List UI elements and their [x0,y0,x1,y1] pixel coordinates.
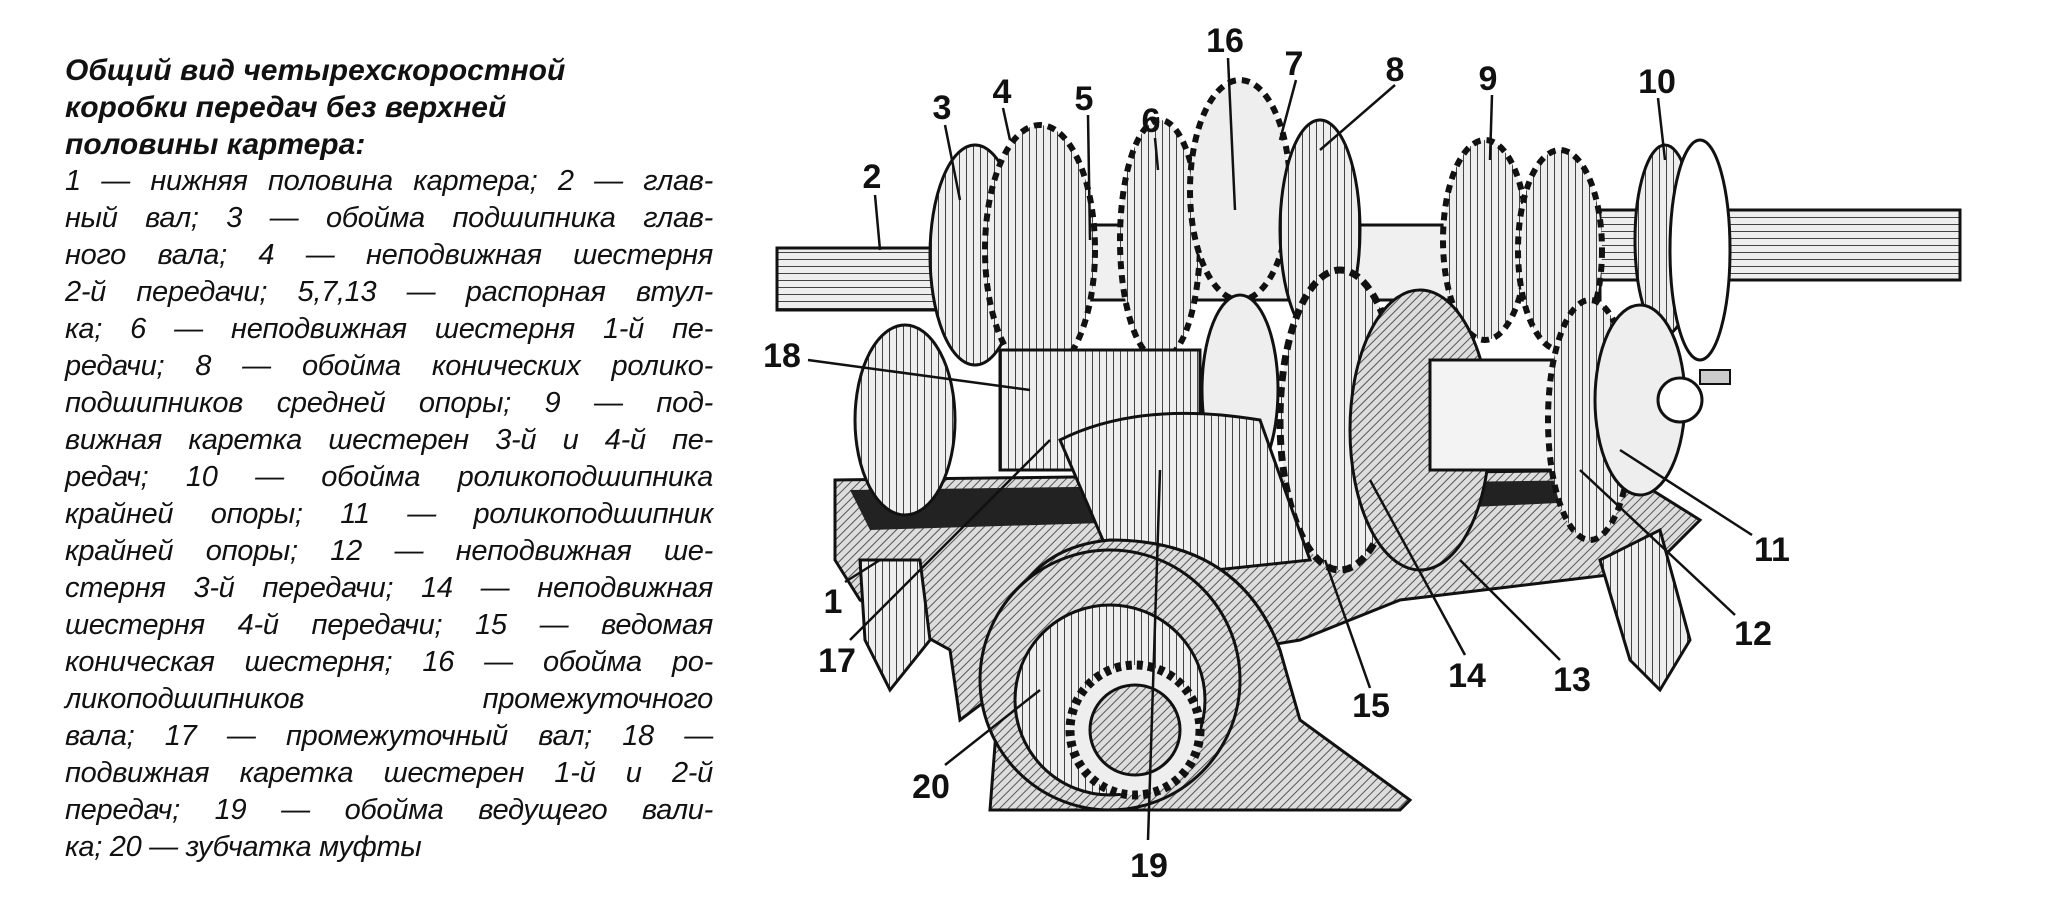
caption-legend-line: ка; 20 — зубчатка муфты [65,831,422,863]
caption-legend-line: стерня 3-й передачи; 14 — неподвижная [65,572,713,604]
caption-legend-line: вала; 17 — промежуточный вал; 18 — [65,720,713,752]
caption-legend-line: ликоподшипников промежуточного [65,683,713,715]
callout-2: 2 [863,158,882,196]
callout-8: 8 [1386,51,1405,89]
callout-1: 1 [824,583,843,621]
caption-legend-line: передач; 19 — обойма ведущего вали- [65,794,713,826]
callout-6: 6 [1142,102,1161,140]
callout-16: 16 [1206,22,1244,60]
caption-legend-line: редач; 10 — обойма роликоподшипника [65,461,713,493]
callout-14: 14 [1448,657,1486,695]
figure-caption: Общий вид четырехскоростной коробки перед… [65,52,713,866]
upper-gears [928,77,1732,378]
callout-5: 5 [1075,80,1094,118]
caption-title-line: Общий вид четырехскоростной [65,54,566,87]
caption-legend-line: крайней опоры; 11 — роликоподшипник [65,498,713,530]
callout-4: 4 [993,73,1012,111]
caption-legend-line: ного вала; 4 — неподвижная шестерня [65,239,713,271]
callout-20: 20 [912,768,950,806]
caption-legend-line: ный вал; 3 — обойма подшипника глав- [65,202,713,234]
callout-19: 19 [1130,847,1168,885]
caption-legend-line: редачи; 8 — обойма конических ролико- [65,350,713,382]
callout-3: 3 [933,89,952,127]
callout-12: 12 [1734,615,1772,653]
caption-legend-line: ка; 6 — неподвижная шестерня 1-й пе- [65,313,713,345]
callout-11: 11 [1754,531,1790,569]
callout-15: 15 [1352,687,1390,725]
leader-lines [807,57,1753,841]
caption-legend-line: крайней опоры; 12 — неподвижная ше- [65,535,713,567]
callout-10: 10 [1638,63,1676,101]
caption-title-line: коробки передач без верхней [65,91,507,124]
caption-legend-line: шестерня 4-й передачи; 15 — ведомая [65,609,713,641]
callout-18: 18 [763,337,801,375]
callout-9: 9 [1479,60,1498,98]
caption-legend-line: вижная каретка шестерен 3-й и 4-й пе- [65,424,713,456]
callout-13: 13 [1553,661,1591,699]
caption-legend-line: подшипников средней опоры; 9 — под- [65,387,713,419]
callout-labels: 2 3 4 5 6 16 7 8 9 10 18 11 12 13 14 15 … [763,22,1790,885]
caption-legend-line: подвижная каретка шестерен 1-й и 2-й [65,757,713,789]
caption-title-line: половины картера: [65,128,366,161]
caption-legend-line: 2-й передачи; 5,7,13 — распорная втул- [65,276,713,308]
caption-legend-line: коническая шестерня; 16 — обойма ро- [65,646,713,678]
callout-17: 17 [818,642,856,680]
drive-coupling [978,411,1413,812]
callout-7: 7 [1285,45,1304,83]
caption-legend-line: 1 — нижняя половина картера; 2 — глав- [65,165,713,197]
